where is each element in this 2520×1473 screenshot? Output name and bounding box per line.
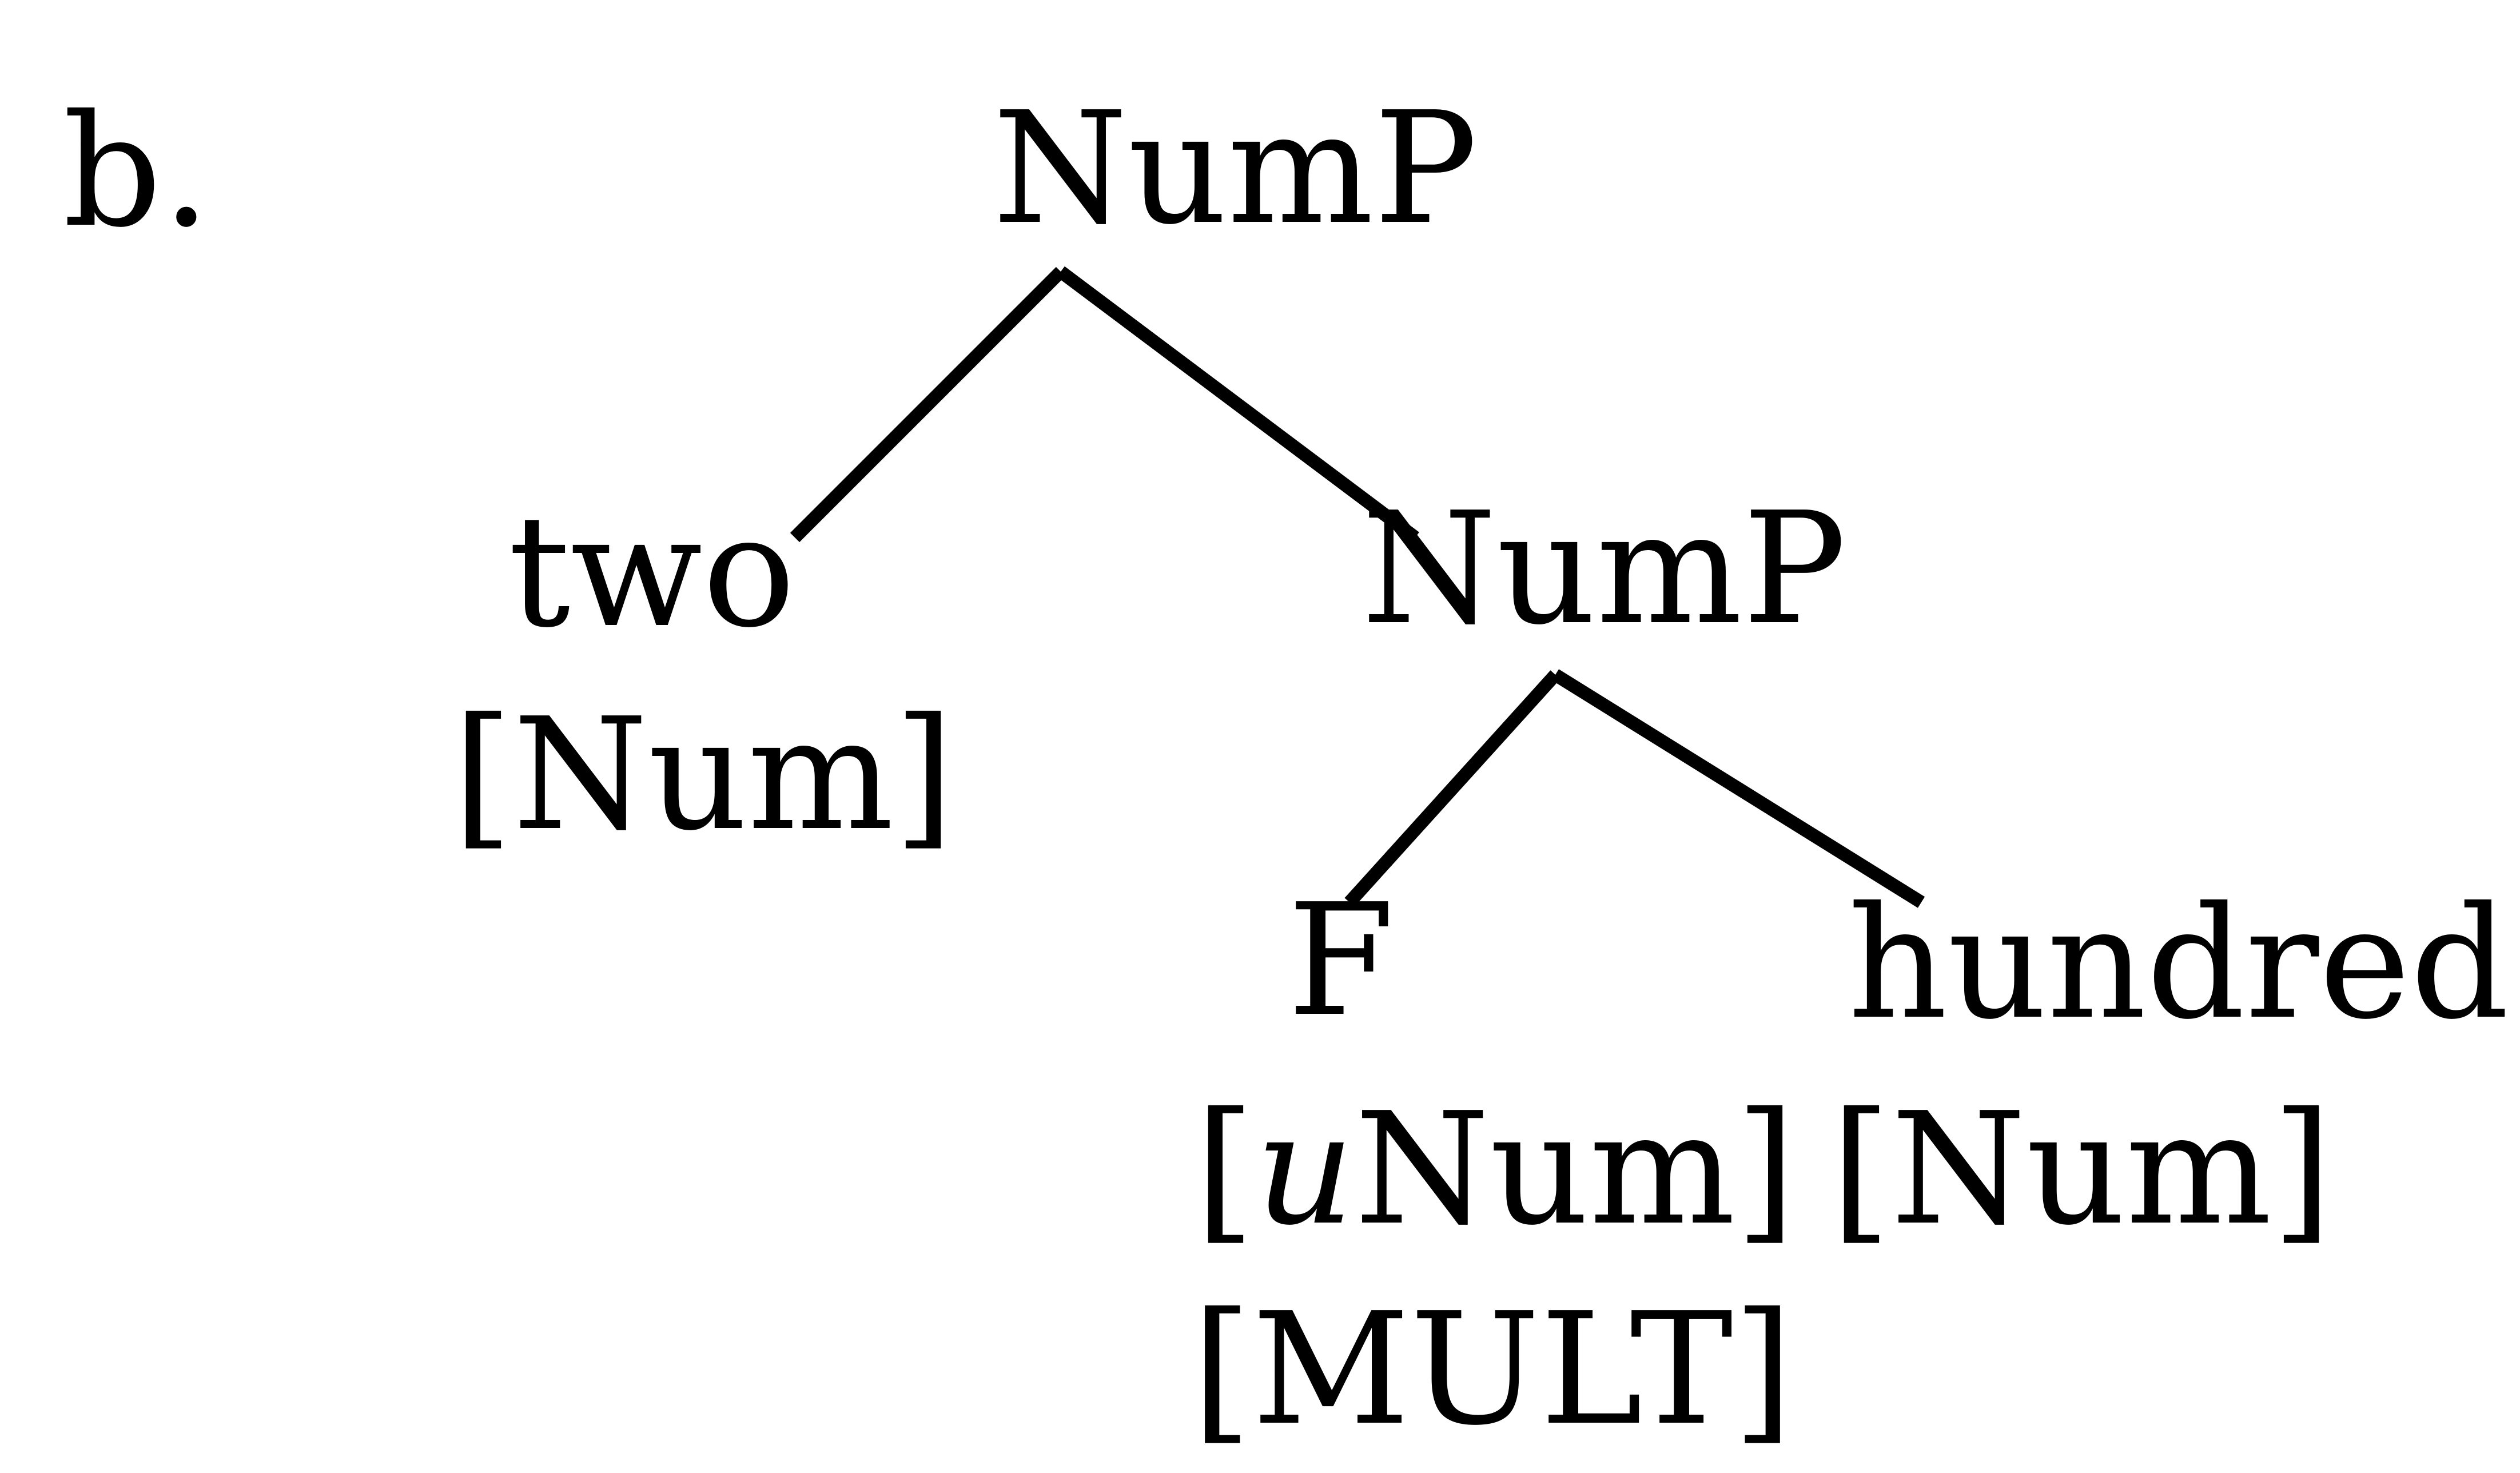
f-feature-open: [ <box>1195 1079 1255 1259</box>
node-hundred-feature: [Num] <box>1830 1079 2332 1259</box>
example-label: b. <box>63 81 211 261</box>
node-f-feature-mult: [MULT] <box>1191 1279 1794 1459</box>
node-f-feature: [uNum] <box>1195 1092 1796 1247</box>
branch-nump-to-hundred <box>1551 669 1925 908</box>
f-feature-rest: Num] <box>1354 1079 1796 1259</box>
branch-nump-to-f <box>1344 670 1560 907</box>
branch-root-to-two <box>790 266 1066 543</box>
node-two-label: two <box>508 481 796 662</box>
node-f-label: F <box>1287 870 1395 1050</box>
node-hundred-label: hundred <box>1848 873 2510 1053</box>
node-nump-label: NumP <box>1361 479 1846 659</box>
f-feature-uninterpretable-u: u <box>1255 1079 1355 1259</box>
node-two-feature: [Num] <box>452 684 954 865</box>
node-root-label: NumP <box>993 78 1478 258</box>
branch-root-to-nump <box>1057 266 1419 543</box>
